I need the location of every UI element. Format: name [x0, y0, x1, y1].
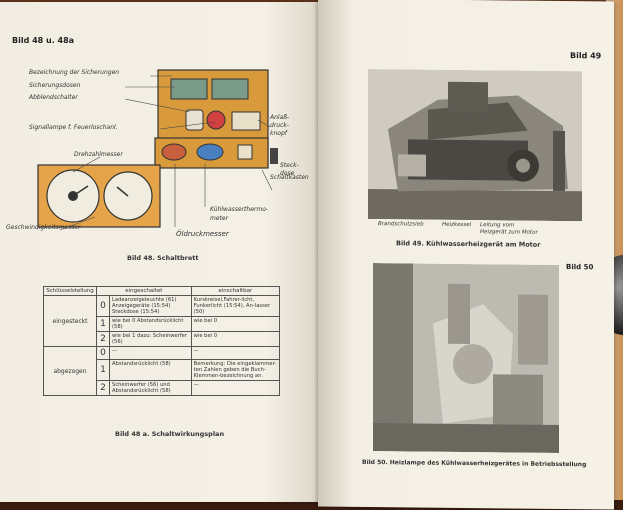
- label-leitung: Leitung vom Heizgerät zum Motor: [480, 222, 538, 236]
- photo-bild-49: [368, 68, 582, 222]
- label-steckdose: Steck-dose: [280, 162, 299, 177]
- group-abgezogen: abgezogen: [43, 346, 97, 396]
- cell-bar: —: [190, 380, 281, 396]
- cell-pos: 0: [96, 295, 110, 317]
- signal-lamp: [206, 110, 226, 130]
- group-eingesteckt: eingesteckt: [43, 295, 97, 347]
- cell-ein: Scheinwerfer (56) und Abstandsrücklicht …: [109, 380, 192, 396]
- cell-ein: wie bei 1 dazu: Scheinwerfer (56): [109, 331, 192, 347]
- cell-bar: wie bei 0: [190, 331, 281, 347]
- table-row: eingesteckt 0 Ladeanzeigeleuchte (61) An…: [43, 295, 281, 347]
- cell-pos: 1: [96, 359, 110, 381]
- label-schaltkasten: Schaltkasten: [270, 174, 309, 181]
- oil-pressure-gauge: [161, 143, 187, 161]
- table-row: 1 wie bei 0 Abstandsrücklicht (58) wie b…: [44, 316, 281, 332]
- cell-bar: wie bei 0: [190, 316, 281, 332]
- label-plate: [231, 111, 261, 131]
- cell-ein: —: [109, 346, 192, 360]
- table-row: 2 Scheinwerfer (56) und Abstandsrücklich…: [44, 380, 281, 396]
- right-page-header: Bild 49: [570, 51, 602, 61]
- label-heizkessel: Heizkessel: [442, 221, 472, 229]
- label-bezeichnung: Bezeichnung der Sicherungen: [29, 69, 120, 76]
- right-page: Bild 49 Brandschutzsieb Heizkessel Leitu…: [318, 0, 614, 510]
- table-row: 1 Abstandsrücklicht (58) Bemerkung: Die …: [44, 359, 281, 381]
- bild-50-header: Bild 50: [566, 263, 594, 272]
- label-kuehlwasserthermometer: Kühlwasserthermo-meter: [210, 206, 269, 222]
- water-thermometer: [196, 143, 224, 161]
- fuse-box-right: [211, 78, 249, 100]
- table-header: eingeschaltet: [96, 286, 192, 296]
- caption-bild-49: Bild 49. Kühlwasserheizgerät am Motor: [396, 239, 541, 249]
- photo-bild-50: [373, 263, 559, 453]
- label-signallampe: Signallampe f. Feuerloschanl.: [29, 124, 118, 131]
- heater-lamp-photo: [373, 263, 559, 453]
- cell-bar: Kurskreisel,Fahrer-licht, Funkerlicht (1…: [190, 295, 281, 317]
- cell-bar: Bemerkung: Die eingeklammer-ten Zahlen g…: [190, 359, 281, 381]
- cell-ein: Ladeanzeigeleuchte (61) Anzeigegeräte (1…: [109, 295, 192, 317]
- switching-table: Schlüsselstellung eingeschaltet einschal…: [43, 286, 281, 396]
- caption-bild-50: Bild 50. Heizlampe des Kühlwasserheizger…: [362, 458, 587, 469]
- cell-pos: 0: [96, 346, 110, 360]
- switchboard-diagram: [37, 69, 279, 231]
- left-page-header: Bild 48 u. 48a: [12, 36, 75, 45]
- label-anlassdruckknopf: Anlaß-druck-knopf: [270, 114, 290, 137]
- cell-pos: 1: [96, 316, 110, 332]
- label-sicherungsdosen: Sicherungsdosen: [29, 82, 81, 89]
- dimmer-switch: [185, 109, 204, 131]
- label-brandschutzsieb: Brandschutzsieb: [378, 221, 424, 228]
- table-header: einschaltbar: [190, 286, 281, 296]
- cell-pos: 2: [96, 331, 110, 347]
- fuse-box-left: [170, 78, 208, 100]
- cell-ein: Abstandsrücklicht (58): [109, 359, 192, 381]
- table-header: Schlüsselstellung: [43, 286, 97, 296]
- caption-bild-48: Bild 48. Schaltbrett: [127, 254, 199, 262]
- engine-photo: [368, 68, 582, 222]
- table-header-row: Schlüsselstellung eingeschaltet einschal…: [43, 286, 281, 296]
- label-oeldruckmesser: Öldruckmesser: [176, 230, 229, 238]
- table-row: abgezogen 0 — —: [43, 346, 281, 396]
- left-page: Bild 48 u. 48a: [0, 2, 330, 502]
- label-abblendschalter: Abblendschalter: [29, 94, 78, 101]
- cell-bar: —: [190, 346, 281, 360]
- label-drehzahlmesser: Drehzahlmesser: [74, 151, 123, 158]
- cell-ein: wie bei 0 Abstandsrücklicht (58): [109, 316, 192, 332]
- label-geschwindigkeitsmesser: Geschwindigkeitsmesser: [6, 224, 81, 231]
- switch-small: [237, 144, 253, 160]
- caption-bild-48a: Bild 48 a. Schaltwirkungsplan: [115, 430, 225, 438]
- cell-pos: 2: [96, 380, 110, 396]
